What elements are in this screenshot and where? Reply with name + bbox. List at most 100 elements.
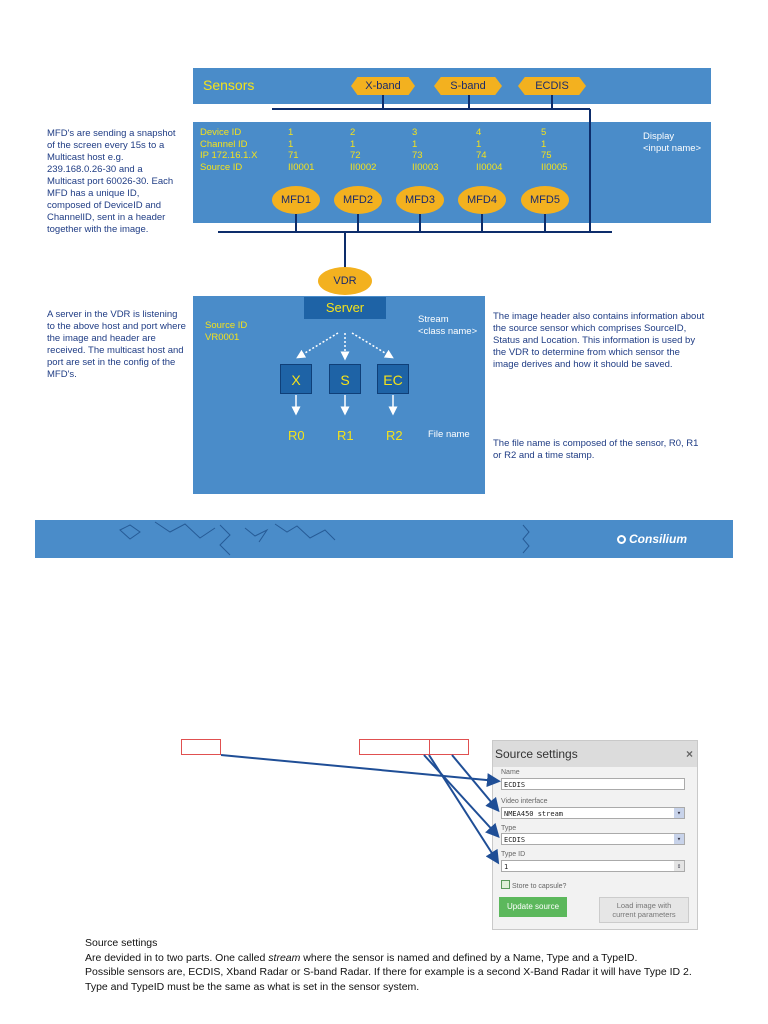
vdr-source: Source ID VR0001 [205,320,247,343]
vdr-oval: VDR [318,267,372,295]
description-heading: Source settings [85,937,158,949]
mfd2-ip: 72 [350,150,361,161]
video-interface-select[interactable]: NMEA450 stream ▾ [501,807,685,819]
vdr-panel [193,296,485,494]
result-r0: R0 [288,428,305,443]
result-r1: R1 [337,428,354,443]
stepper-icon: ⇕ [674,861,684,871]
p1-text-b: where the sensor is named and defined by… [300,951,638,964]
consilium-logo-icon [617,535,626,544]
mfd5-device: 5 [541,127,547,138]
label-device-id: Device ID [200,127,242,138]
stream-class-name: <class name> [418,325,478,337]
load-image-button[interactable]: Load image with current parameters [599,897,689,923]
mfd5-channel: 1 [541,138,547,150]
vdr-source-value: VR0001 [205,331,240,343]
mfd2-source: II0002 [350,161,377,173]
mfd4-device: 4 [476,127,482,138]
note-filename: The file name is composed of the sensor,… [493,438,699,461]
name-input[interactable]: ECDIS [501,778,685,790]
mfd2-channel: 1 [350,138,356,150]
label-ip: IP 172.16.1.X [200,150,258,161]
display-label: Display <input name> [643,131,701,154]
mfd1-channel: 1 [288,138,294,150]
mfd5-source: II0005 [541,161,568,173]
mfd2-device: 2 [350,127,356,138]
update-source-button[interactable]: Update source [499,897,567,917]
chevron-down-icon: ▾ [674,834,684,844]
source-settings-dialog: Source settings × Name ECDIS Video inter… [492,740,698,930]
type-value: ECDIS [504,836,526,844]
connection-lines [218,95,612,268]
chevron-down-icon: ▾ [674,808,684,818]
mfd3-source: II0003 [412,161,439,173]
file-name-label: File name [428,429,470,440]
mfd5-oval: MFD5 [521,186,569,214]
type-id-label: Type ID [501,851,526,858]
type-id-stepper[interactable]: 1 ⇕ [501,860,685,872]
store-capsule-label: Store to capsule? [511,883,567,890]
mfd3-device: 3 [412,127,418,138]
note-server: A server in the VDR is listening to the … [47,309,186,380]
mfd-col-5: 5 1 75 II0005 [541,127,567,173]
mfd1-oval: MFD1 [272,186,320,214]
sensor-chip-ecdis: ECDIS [518,77,586,95]
server-arrows [291,332,398,416]
mfd-col-4: 4 1 74 II0004 [476,127,502,173]
decorative-pattern [119,521,530,556]
consilium-logo: Consilium [617,532,687,546]
mfd1-ip: 71 [288,150,299,161]
vdr-stream: Stream <class name> [418,314,477,337]
close-icon[interactable]: × [685,747,693,761]
mfd1-device: 1 [288,127,294,138]
sensor-chip-xband: X-band [351,77,415,95]
mfd-row-labels: Device ID Channel ID IP 172.16.1.X Sourc… [200,127,257,173]
mfd1-source: II0001 [288,161,315,173]
store-capsule-row[interactable]: Store to capsule? [501,880,566,890]
sensor-chip-sband: S-band [434,77,502,95]
note-mfd: MFD's are sending a snapshot of the scre… [47,128,176,235]
mfd3-channel: 1 [412,138,418,150]
brand-band [35,520,733,558]
dialog-title: Source settings [495,747,578,761]
result-r2: R2 [386,428,403,443]
mfd4-source: II0004 [476,161,503,173]
source-settings-description: Source settings Are devided in to two pa… [85,936,705,994]
dialog-header [493,741,697,767]
type-label: Type [501,825,517,832]
type-select[interactable]: ECDIS ▾ [501,833,685,845]
mfd-col-3: 3 1 73 II0003 [412,127,438,173]
description-p3: Type and TypeID must be the same as what… [85,980,420,993]
mfd-col-2: 2 1 72 II0002 [350,127,376,173]
label-channel-id: Channel ID [200,138,248,150]
video-interface-label: Video interface [501,798,548,805]
red-outline-2 [359,739,469,755]
display-title: Display [643,131,675,142]
p1-emphasis: stream [268,951,301,964]
checkbox-icon[interactable] [501,880,510,889]
stream-label: Stream [418,314,449,325]
consilium-logo-text: Consilium [629,532,688,546]
red-outline-divider [429,739,430,755]
load-image-line-1: Load image with [616,901,672,910]
video-interface-value: NMEA450 stream [504,810,564,818]
load-image-line-2: current parameters [612,910,676,919]
mfd5-ip: 75 [541,150,552,161]
description-p1: Are devided in to two parts. One called … [85,951,705,966]
vdr-source-label: Source ID [205,320,248,331]
p1-text-a: Are devided in to two parts. One called [85,951,269,964]
mfd3-oval: MFD3 [396,186,444,214]
mfd2-oval: MFD2 [334,186,382,214]
mfd4-ip: 74 [476,150,487,161]
mfd4-oval: MFD4 [458,186,506,214]
label-source-id: Source ID [200,161,243,173]
name-label: Name [501,769,520,776]
stream-box-ec: EC [377,364,409,394]
server-box: Server [304,297,386,319]
display-input-name: <input name> [643,142,702,154]
red-outline-1 [181,739,221,755]
sensors-title: Sensors [203,77,255,93]
note-header: The image header also contains informati… [493,311,705,370]
stream-box-s: S [329,364,361,394]
